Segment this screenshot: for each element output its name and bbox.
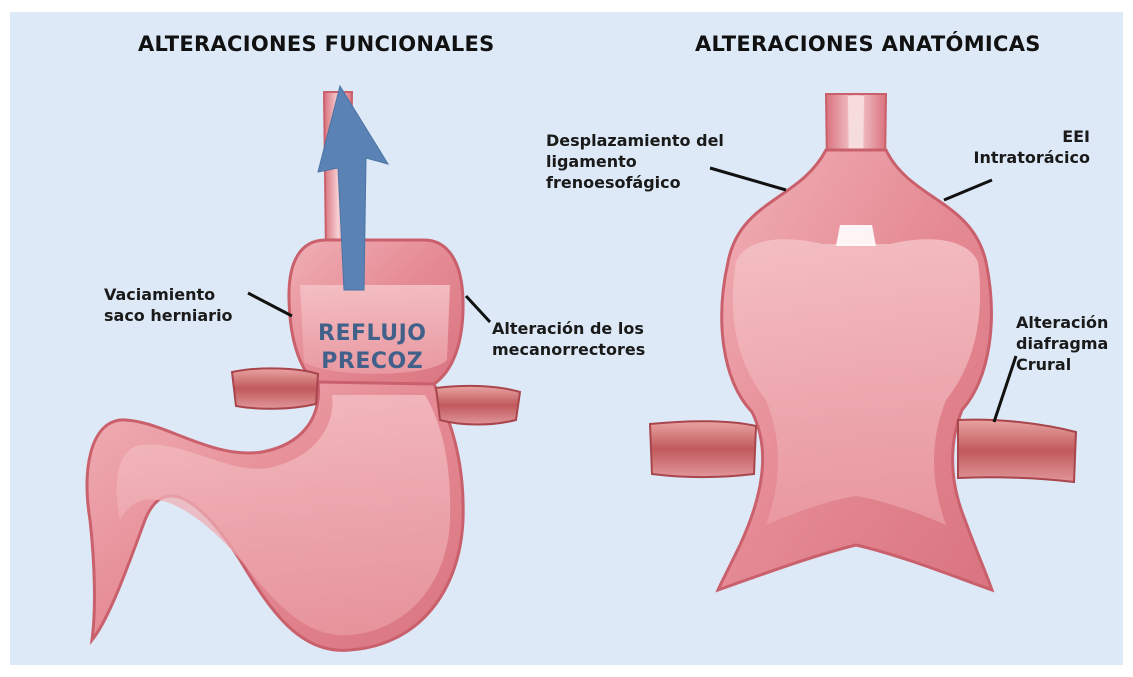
heading-anatomical: ALTERACIONES ANATÓMICAS — [695, 32, 1041, 56]
left-diaphragm-crus-right — [436, 386, 520, 425]
left-diaphragm-crus-left — [232, 368, 318, 408]
right-diaphragm-crus-left — [650, 421, 756, 477]
label-eei: EEI Intratorácico — [970, 126, 1090, 168]
label-mecanorrectores: Alteración de los mecanorrectores — [492, 318, 645, 360]
leader-mecanorrectores — [466, 296, 490, 322]
right-diaphragm-crus-right — [958, 420, 1076, 482]
label-vaciamiento: Vaciamiento saco herniario — [104, 284, 233, 326]
label-diafragma: Alteración diafragma Crural — [1016, 312, 1108, 375]
leader-diafragma — [994, 356, 1016, 422]
leader-vaciamiento — [248, 293, 292, 316]
label-desplazamiento: Desplazamiento del ligamento frenoesofág… — [546, 130, 724, 193]
heading-functional: ALTERACIONES FUNCIONALES — [138, 32, 495, 56]
leader-eei — [944, 180, 992, 200]
label-reflujo-precoz: REFLUJO PRECOZ — [318, 320, 426, 376]
right-les-zone — [836, 225, 876, 246]
left-stomach-figure — [87, 86, 520, 650]
